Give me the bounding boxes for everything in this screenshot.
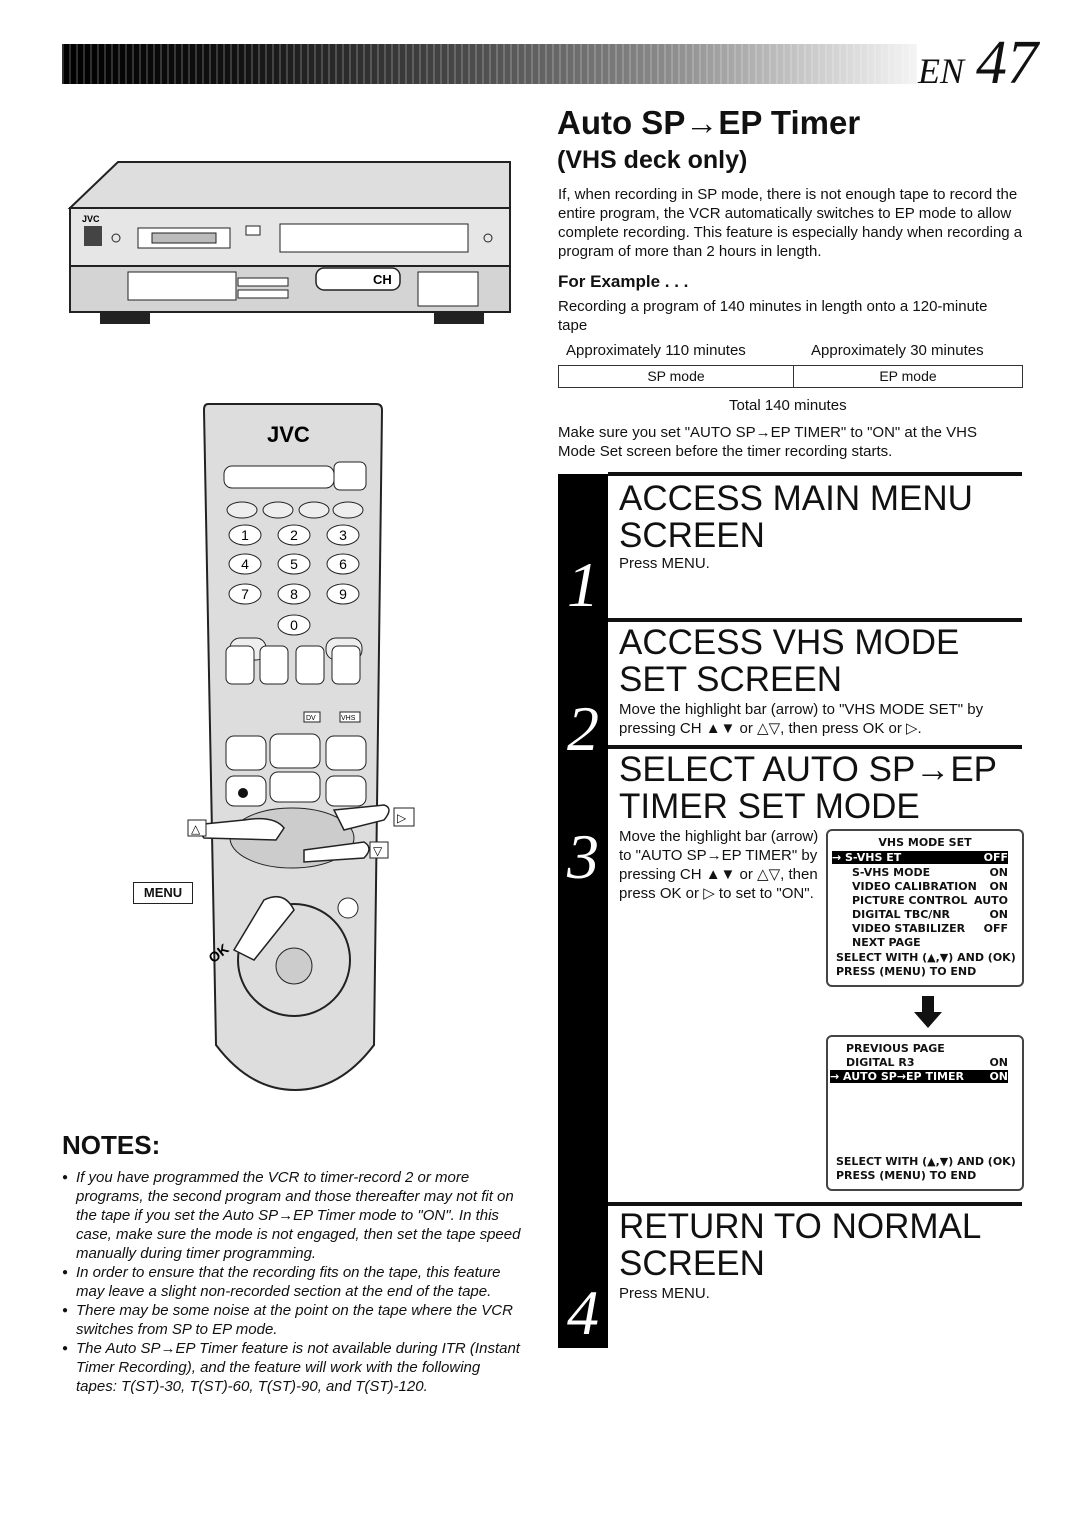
step-2-number: 2 (567, 693, 599, 764)
step-2-title: Access VHS Mode Set Screen (619, 623, 960, 699)
step-3-text: Move the highlight bar (arrow) to "AUTO … (619, 828, 819, 902)
vcr-ch-label: CH (373, 272, 392, 287)
svg-text:▽: ▽ (373, 844, 383, 858)
digit-2: 2 (290, 527, 298, 543)
step-4-text: Press MENU. (619, 1285, 710, 1302)
sp-mode-segment: SP mode (559, 366, 794, 387)
ep-mode-segment: EP mode (879, 368, 937, 384)
step-rule (608, 745, 1022, 749)
digit-5: 5 (290, 556, 298, 572)
language-label: EN (918, 51, 965, 91)
osd-footer: SELECT WITH (▲,▼) AND (OK) (836, 1155, 1016, 1168)
vcr-illustration: JVC CH (67, 161, 511, 324)
ok-label: OK (205, 940, 231, 966)
header-bar (62, 44, 917, 84)
step-rule (608, 618, 1022, 622)
notes-heading: NOTES: (62, 1130, 161, 1160)
vcr-brand: JVC (82, 214, 100, 224)
step-2-text: Move the highlight bar (arrow) to "VHS M… (619, 701, 984, 737)
digit-8: 8 (290, 586, 298, 602)
note-item: There may be some noise at the point on … (62, 1301, 522, 1339)
step-rule (608, 472, 1022, 476)
digit-7: 7 (241, 586, 249, 602)
remote-illustration: JVC 1 2 3 4 5 6 7 8 9 0 DV VHS (202, 403, 384, 1092)
pointer-hands: △ ▷ ▽ OK (187, 804, 415, 966)
arrow-down-icon (914, 996, 942, 1028)
osd-footer: PRESS (MENU) TO END (836, 965, 977, 978)
remote-vhs-label: VHS (341, 715, 356, 722)
example-heading: For Example . . . (558, 272, 689, 291)
digit-0: 0 (290, 617, 298, 633)
svg-text:▷: ▷ (397, 811, 407, 825)
step-4-title: Return To Normal Screen (619, 1207, 981, 1283)
svg-text:△: △ (191, 822, 201, 836)
sp-duration: Approximately 110 minutes (566, 342, 746, 359)
osd-footer: PRESS (MENU) TO END (836, 1169, 977, 1182)
osd-row: NEXT PAGE (852, 936, 921, 949)
note-item: In order to ensure that the recording fi… (62, 1263, 522, 1301)
page-title: Auto SP→EP Timer (557, 104, 861, 141)
remote-brand: JVC (267, 422, 310, 447)
example-text: Recording a program of 140 minutes in le… (558, 298, 988, 334)
notes-list: If you have programmed the VCR to timer-… (62, 1168, 522, 1396)
step-1-number: 1 (567, 549, 599, 620)
page-number: 47 (976, 29, 1038, 97)
digit-3: 3 (339, 527, 347, 543)
step-1-title: Access Main Menu Screen (619, 479, 973, 555)
ep-duration: Approximately 30 minutes (811, 342, 984, 359)
step-3-number: 3 (567, 821, 599, 892)
digit-4: 4 (241, 556, 249, 572)
step-bar (558, 474, 608, 1348)
step-3-title: Select Auto SP→EP Timer Set Mode (619, 750, 997, 826)
step-1-text: Press MENU. (619, 555, 710, 572)
step-rule (608, 1202, 1022, 1206)
osd-footer: SELECT WITH (▲,▼) AND (OK) (836, 951, 1016, 964)
osd-title: VHS MODE SET (878, 836, 972, 849)
osd-row: PREVIOUS PAGE (846, 1042, 945, 1055)
page-subtitle: (VHS deck only) (557, 146, 748, 174)
make-sure-text: Make sure you set "AUTO SP→EP TIMER" to … (558, 424, 977, 460)
digit-9: 9 (339, 586, 347, 602)
tape-diagram: SP mode EP mode (558, 365, 1023, 388)
intro-text: If, when recording in SP mode, there is … (558, 186, 1023, 260)
note-item: If you have programmed the VCR to timer-… (62, 1168, 522, 1263)
total-duration: Total 140 minutes (729, 397, 847, 414)
menu-label: MENU (133, 882, 193, 904)
digit-6: 6 (339, 556, 347, 572)
step-4-number: 4 (567, 1277, 599, 1348)
note-item: The Auto SP→EP Timer feature is not avai… (62, 1339, 522, 1396)
digit-1: 1 (241, 527, 249, 543)
remote-dv-label: DV (306, 715, 316, 722)
